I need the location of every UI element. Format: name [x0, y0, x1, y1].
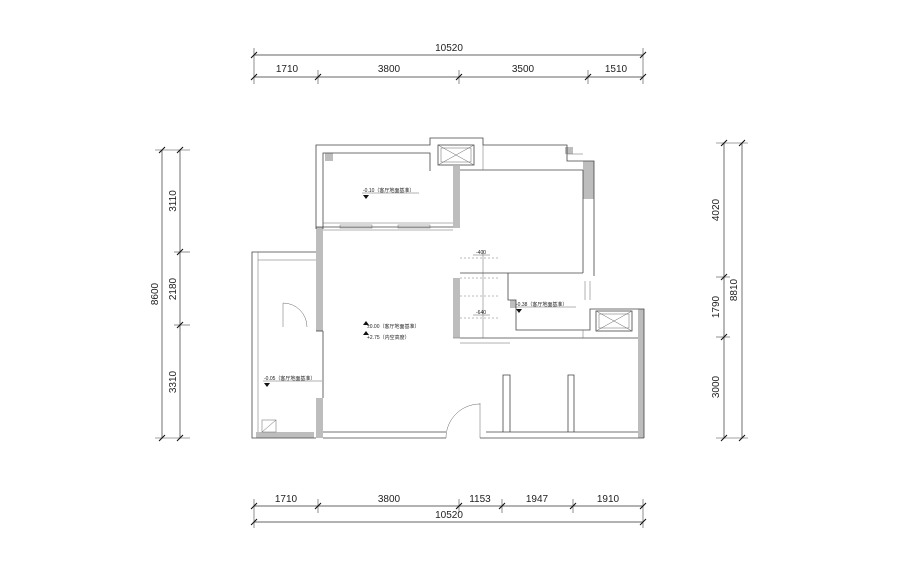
- bottom-total-dimension: 10520: [435, 510, 463, 521]
- level-marker-icon: [363, 321, 369, 325]
- top-dimension-3: 3500: [512, 64, 535, 75]
- top-room-level-note: -0.10（客厅地面基准）: [363, 187, 414, 194]
- left-dimension-chain: 8600 3110 2180 3310: [150, 146, 190, 442]
- bottom-dimension-1: 1710: [275, 494, 298, 505]
- top-total-dimension: 10520: [435, 43, 463, 54]
- left-dimension-2: 2180: [168, 277, 179, 300]
- living-room-height-note: +2.75（内空高度）: [367, 334, 410, 341]
- bottom-dimension-2: 3800: [378, 494, 401, 505]
- right-dimension-1: 4020: [711, 198, 722, 221]
- level-marker-icon: [363, 331, 369, 335]
- left-dimension-3: 3310: [168, 370, 179, 393]
- bottom-dimension-4: 1947: [526, 494, 549, 505]
- right-dimension-3: 3000: [711, 375, 722, 398]
- level-marker-icon: [363, 195, 369, 199]
- left-total-dimension: 8600: [150, 282, 161, 305]
- floor-plan-walls: [251, 137, 645, 439]
- top-dimension-1: 1710: [276, 64, 299, 75]
- left-room-level-note: -0.05（客厅地面基准）: [264, 375, 315, 382]
- passage-upper-level-note: -400: [476, 250, 486, 256]
- right-dimension-2: 1790: [711, 295, 722, 318]
- right-total-dimension: 8810: [729, 278, 740, 301]
- passage-lower-level-note: -640: [476, 310, 486, 316]
- right-room-level-note: -0.38（客厅地面基准）: [516, 301, 567, 308]
- bottom-dimension-3: 1153: [469, 494, 491, 505]
- top-dimension-4: 1510: [605, 64, 628, 75]
- left-dimension-1: 3110: [168, 190, 179, 212]
- top-dimension-chain: 10520 1710 3800 3500 1510: [250, 43, 647, 84]
- living-room-level-note: ±0.00（客厅地面基准）: [367, 323, 419, 330]
- top-dimension-2: 3800: [378, 64, 401, 75]
- level-annotations: -0.10（客厅地面基准） ±0.00（客厅地面基准） +2.75（内空高度） …: [263, 187, 576, 387]
- bottom-dimension-5: 1910: [597, 494, 620, 505]
- level-marker-icon: [516, 309, 522, 313]
- bottom-dimension-chain: 1710 3800 1153 1947 1910 10520: [250, 494, 647, 528]
- right-dimension-chain: 4020 1790 3000 8810: [711, 139, 748, 442]
- level-marker-icon: [264, 383, 270, 387]
